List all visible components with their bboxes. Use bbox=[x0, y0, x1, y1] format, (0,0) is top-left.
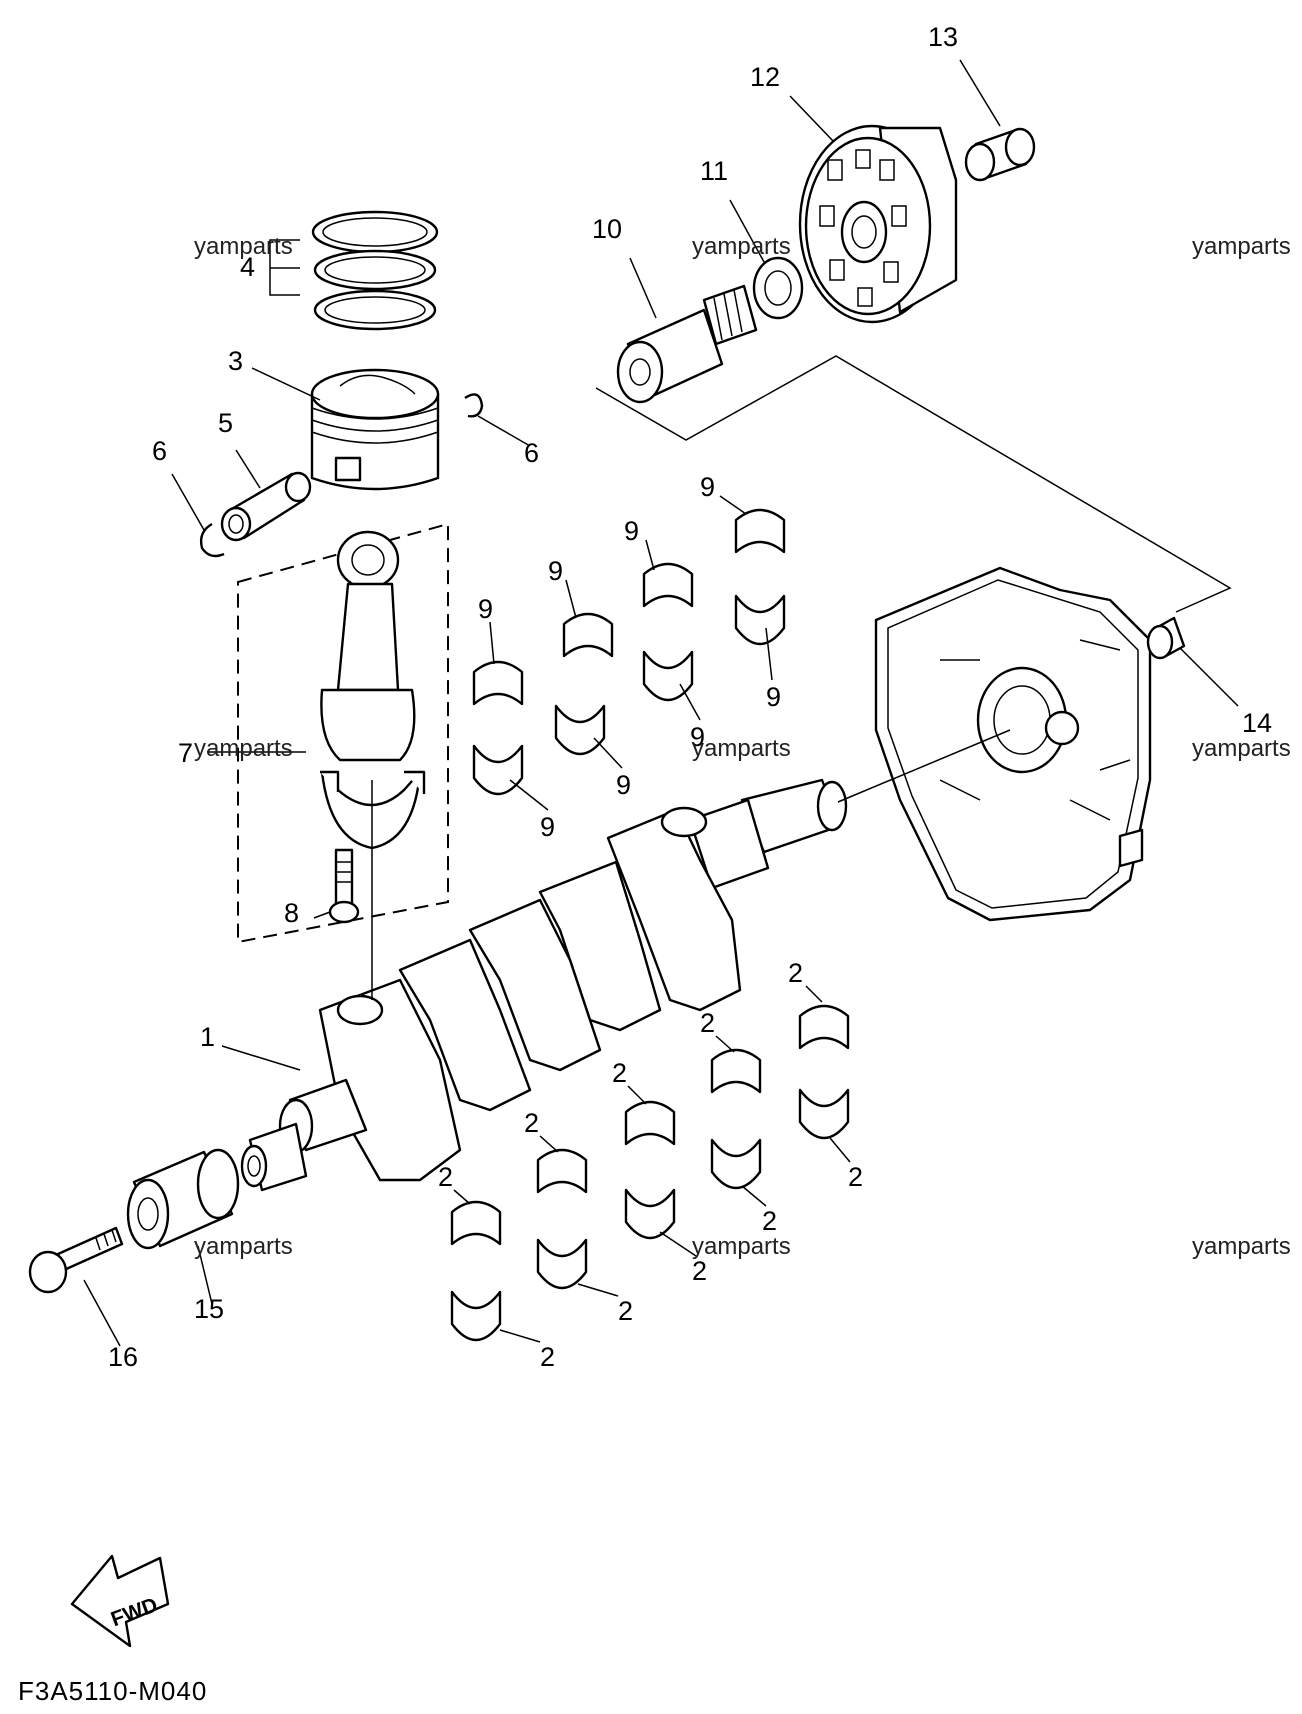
callout-9: 9 bbox=[478, 594, 493, 624]
conrod-bearings bbox=[472, 508, 786, 796]
piston bbox=[310, 368, 440, 491]
watermarks: yamparts yamparts yamparts yamparts yamp… bbox=[194, 233, 1291, 1260]
circlip-left bbox=[199, 522, 225, 558]
watermark-text: yamparts bbox=[692, 233, 791, 260]
callout-9: 9 bbox=[690, 722, 705, 752]
callout-9: 9 bbox=[540, 812, 555, 842]
assembly-axis-line bbox=[595, 355, 1232, 613]
leaders-9 bbox=[489, 495, 773, 811]
callout-2: 2 bbox=[612, 1058, 627, 1088]
crank-bolt bbox=[28, 1226, 124, 1294]
main-bearings bbox=[450, 1004, 850, 1342]
callout-9: 9 bbox=[624, 516, 639, 546]
callout-2: 2 bbox=[524, 1108, 539, 1138]
callout-9: 9 bbox=[616, 770, 631, 800]
crank-to-cover-line bbox=[837, 729, 1011, 803]
callout-1: 1 bbox=[200, 1022, 215, 1052]
callout-15: 15 bbox=[194, 1294, 224, 1324]
conrod-bolt bbox=[328, 848, 360, 924]
coupling-flange bbox=[798, 124, 958, 324]
callout-9: 9 bbox=[766, 682, 781, 712]
leaders-2 bbox=[453, 985, 851, 1343]
callout-2: 2 bbox=[762, 1206, 777, 1236]
watermark-text: yamparts bbox=[194, 1233, 293, 1260]
callout-9: 9 bbox=[700, 472, 715, 502]
oil-seal bbox=[1146, 616, 1186, 660]
coupling-shaft bbox=[616, 284, 758, 404]
callout-11: 11 bbox=[700, 156, 728, 186]
piston-ring-set bbox=[311, 210, 439, 331]
fwd-arrow-icon: FWD bbox=[70, 1554, 170, 1648]
callout-16: 16 bbox=[108, 1342, 138, 1372]
callout-6-left: 6 bbox=[152, 436, 167, 466]
leader-lines bbox=[83, 59, 1239, 1347]
watermark-text: yamparts bbox=[1192, 735, 1291, 762]
connecting-rod bbox=[320, 530, 426, 850]
callout-13: 13 bbox=[928, 22, 958, 52]
drive-gear bbox=[126, 1148, 240, 1250]
callout-3: 3 bbox=[228, 346, 243, 376]
washer bbox=[752, 256, 804, 320]
callout-6-right: 6 bbox=[524, 438, 539, 468]
callout-7: 7 bbox=[178, 738, 193, 768]
callout-2: 2 bbox=[700, 1008, 715, 1038]
callout-8: 8 bbox=[284, 898, 299, 928]
callout-2: 2 bbox=[618, 1296, 633, 1326]
circlip-right bbox=[464, 393, 484, 418]
watermark-text: yamparts bbox=[1192, 1233, 1291, 1260]
plug-cap bbox=[964, 127, 1036, 182]
callout-5: 5 bbox=[218, 408, 233, 438]
crankshaft bbox=[240, 778, 848, 1192]
watermark-text: yamparts bbox=[692, 735, 791, 762]
watermark-text: yamparts bbox=[194, 233, 293, 260]
callouts-2: 2 2 2 2 2 2 2 2 2 2 bbox=[438, 958, 863, 1372]
callout-2: 2 bbox=[540, 1342, 555, 1372]
callout-12: 12 bbox=[750, 62, 780, 92]
watermark-text: yamparts bbox=[194, 735, 293, 762]
callout-2: 2 bbox=[848, 1162, 863, 1192]
callout-4: 4 bbox=[240, 252, 255, 282]
callout-2: 2 bbox=[438, 1162, 453, 1192]
piston-pin bbox=[220, 471, 312, 542]
ring-bracket bbox=[269, 239, 300, 296]
crankcase-cover bbox=[874, 566, 1152, 922]
diagram-code: F3A5110-M040 bbox=[18, 1676, 207, 1706]
callout-10: 10 bbox=[592, 214, 622, 244]
callouts-9: 9 9 9 9 9 9 9 9 bbox=[478, 472, 781, 842]
callout-9: 9 bbox=[548, 556, 563, 586]
watermark-text: yamparts bbox=[692, 1233, 791, 1260]
callout-14: 14 bbox=[1242, 708, 1272, 738]
callout-2: 2 bbox=[788, 958, 803, 988]
callout-2: 2 bbox=[692, 1256, 707, 1286]
watermark-text: yamparts bbox=[1192, 233, 1291, 260]
